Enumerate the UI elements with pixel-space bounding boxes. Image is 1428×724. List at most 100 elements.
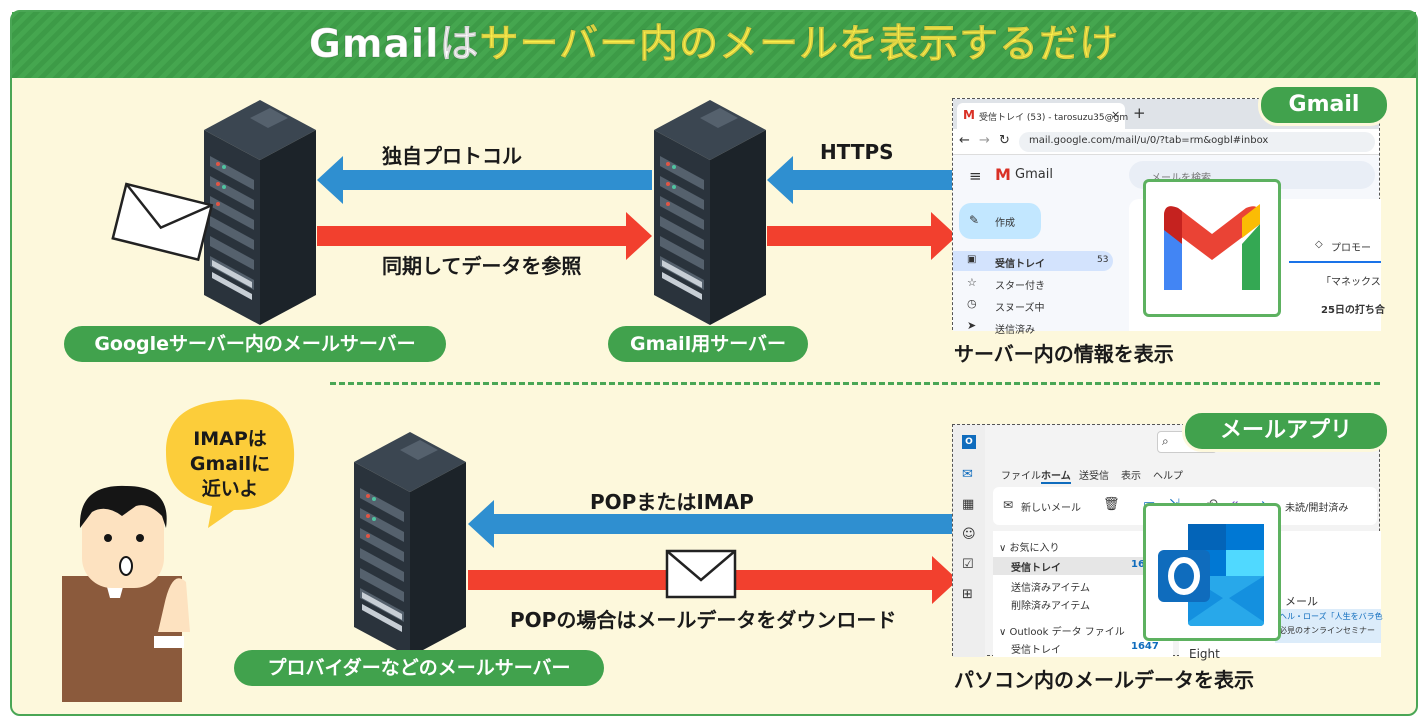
label-google-mail-server: Googleサーバー内のメールサーバー	[64, 326, 446, 362]
gmail-logo-icon: M	[995, 165, 1011, 184]
nav-sent[interactable]: ➤ 送信済み	[953, 317, 1113, 337]
new-tab-button[interactable]: +	[1133, 104, 1146, 122]
label-sync-reference: 同期してデータを参照	[382, 254, 582, 278]
url-text: mail.google.com/mail/u/0/?tab=rm&ogbl#in…	[1029, 135, 1269, 146]
menu-icon[interactable]: ≡	[969, 167, 982, 185]
nav-inbox[interactable]: ▣ 受信トレイ 53	[953, 251, 1113, 271]
mail-icon[interactable]: ✉	[962, 467, 973, 482]
browser-toolbar: ← → ↻ mail.google.com/mail/u/0/?tab=rm&o…	[953, 129, 1379, 155]
calendar-icon[interactable]: ▦	[962, 497, 975, 512]
folder-sent[interactable]: 送信済みアイテム	[1011, 583, 1090, 594]
account-inbox-count: 1647	[1131, 641, 1159, 652]
account-label: Outlook データ ファイル	[1009, 627, 1125, 638]
menu-help[interactable]: ヘルプ	[1153, 471, 1183, 482]
preview-line-2: 必見のオンラインセミナー	[1279, 626, 1375, 635]
inbox-icon: ▣	[967, 254, 977, 265]
people-icon[interactable]: ☺	[962, 527, 976, 542]
arrow-proprietary-protocol	[317, 156, 652, 204]
apps-icon[interactable]: ⊞	[962, 587, 973, 602]
bubble-line-1: IMAPは	[193, 428, 267, 450]
browser-tab-title: 受信トレイ (53) - tarosuzu35@gm	[979, 113, 1129, 123]
tasks-icon[interactable]: ☑	[962, 557, 974, 572]
nav-inbox-label: 受信トレイ	[995, 259, 1045, 270]
person-icon	[62, 485, 190, 702]
speech-bubble	[166, 399, 295, 528]
favorites-header[interactable]: ∨ お気に入り	[999, 543, 1060, 554]
tab-close-icon[interactable]: ×	[1111, 108, 1121, 121]
folder-deleted[interactable]: 削除済みアイテム	[1011, 601, 1090, 612]
favorites-label: お気に入り	[1009, 543, 1060, 554]
label-provider-server: プロバイダーなどのメールサーバー	[234, 650, 604, 686]
address-bar[interactable]: mail.google.com/mail/u/0/?tab=rm&ogbl#in…	[1019, 132, 1375, 152]
folder-inbox-label: 受信トレイ	[1011, 563, 1061, 574]
compose-button[interactable]: ✎ 作成	[959, 203, 1041, 239]
account-inbox[interactable]: 受信トレイ	[1011, 645, 1061, 656]
diagram-frame: Gmailはサーバー内のメールを表示するだけ	[10, 10, 1418, 716]
arrow-https	[767, 156, 957, 204]
tag-icon: ◇	[1315, 239, 1323, 250]
selected-message[interactable]: ヘル・ローズ「人生をバラ色 必見のオンラインセミナー	[1275, 609, 1383, 643]
menu-home[interactable]: ホーム	[1041, 467, 1071, 484]
arrow-sync-reference	[317, 212, 652, 260]
envelope-small-icon	[665, 549, 737, 599]
preview-title[interactable]: メール	[1285, 595, 1318, 608]
pencil-icon: ✎	[969, 213, 980, 227]
caption-pc-data: パソコン内のメールデータを表示	[954, 668, 1254, 692]
preview-line-1: ヘル・ローズ「人生をバラ色	[1279, 612, 1383, 621]
label-pop-imap: POPまたはIMAP	[590, 490, 754, 514]
tab-underline	[1289, 261, 1381, 263]
compose-label: 作成	[995, 218, 1015, 229]
delete-icon[interactable]: 🗑	[1103, 497, 1120, 512]
speech-bubble-text: IMAPは Gmailに 近いよ	[160, 427, 300, 502]
arrow-pop-imap	[468, 500, 958, 548]
nav-starred-label: スター付き	[995, 281, 1045, 292]
menu-file[interactable]: ファイル	[1001, 471, 1041, 482]
tab-promotions[interactable]: プロモー	[1331, 243, 1371, 254]
unread-read-button[interactable]: 未読/開封済み	[1285, 503, 1349, 514]
badge-gmail: Gmail	[1258, 84, 1390, 126]
title-part1: Gmailは	[308, 22, 480, 68]
gmail-server-icon	[654, 100, 766, 325]
star-icon: ☆	[967, 276, 977, 289]
send-icon: ➤	[967, 319, 977, 332]
gmail-app-name: Gmail	[1015, 167, 1053, 182]
label-proprietary-protocol: 独自プロトコル	[382, 144, 522, 168]
arrow-https-red	[767, 212, 957, 260]
reload-icon[interactable]: ↻	[999, 133, 1010, 148]
outlook-logo-icon	[1158, 524, 1264, 626]
search-placeholder: メールを検索	[1151, 169, 1211, 184]
outlook-app-icon: O	[962, 435, 976, 449]
forward-icon[interactable]: →	[979, 133, 990, 148]
bubble-line-3: 近いよ	[201, 478, 259, 500]
bubble-line-2: Gmailに	[189, 453, 271, 475]
menu-send-receive[interactable]: 送受信	[1079, 471, 1109, 482]
nav-sent-label: 送信済み	[995, 325, 1035, 336]
label-pop-download: POPの場合はメールデータをダウンロード	[510, 608, 897, 632]
nav-snoozed[interactable]: ◷ スヌーズ中	[953, 295, 1113, 315]
mail-server-icon-google	[204, 100, 316, 325]
outlook-left-rail: O ✉ ▦ ☺ ☑ ⊞	[953, 425, 985, 657]
gmail-logo-box	[1143, 179, 1281, 317]
preview-sender[interactable]: Eight	[1189, 647, 1220, 661]
outlook-screenshot: O ✉ ▦ ☺ ☑ ⊞ ⌕ ファイル ホーム 送受信 表示 ヘルプ ✉ 新しいメ…	[952, 424, 1383, 661]
label-gmail-server: Gmail用サーバー	[608, 326, 808, 362]
gmail-favicon-icon: M	[963, 108, 975, 122]
section-divider	[330, 382, 1380, 385]
badge-mail-app: メールアプリ	[1182, 410, 1390, 452]
account-header[interactable]: ∨ Outlook データ ファイル	[999, 627, 1125, 638]
search-icon: ⌕	[1162, 434, 1169, 448]
back-icon[interactable]: ←	[959, 133, 970, 148]
nav-snoozed-label: スヌーズ中	[995, 303, 1045, 314]
new-mail-button[interactable]: 新しいメール	[1021, 503, 1081, 514]
mail-item-2[interactable]: 25日の打ち合	[1321, 305, 1385, 316]
label-https: HTTPS	[820, 140, 894, 164]
nav-inbox-count: 53	[1097, 255, 1109, 265]
envelope-icon	[111, 182, 214, 262]
gmail-m-logo-icon	[1164, 203, 1260, 290]
caption-server-info: サーバー内の情報を表示	[954, 342, 1174, 366]
browser-tab[interactable]: M 受信トレイ (53) - tarosuzu35@gm ×	[957, 103, 1129, 129]
mail-item-1[interactable]: 「マネックス	[1321, 277, 1381, 288]
menu-view[interactable]: 表示	[1121, 471, 1141, 482]
nav-starred[interactable]: ☆ スター付き	[953, 273, 1113, 293]
provider-server-icon	[354, 432, 466, 657]
